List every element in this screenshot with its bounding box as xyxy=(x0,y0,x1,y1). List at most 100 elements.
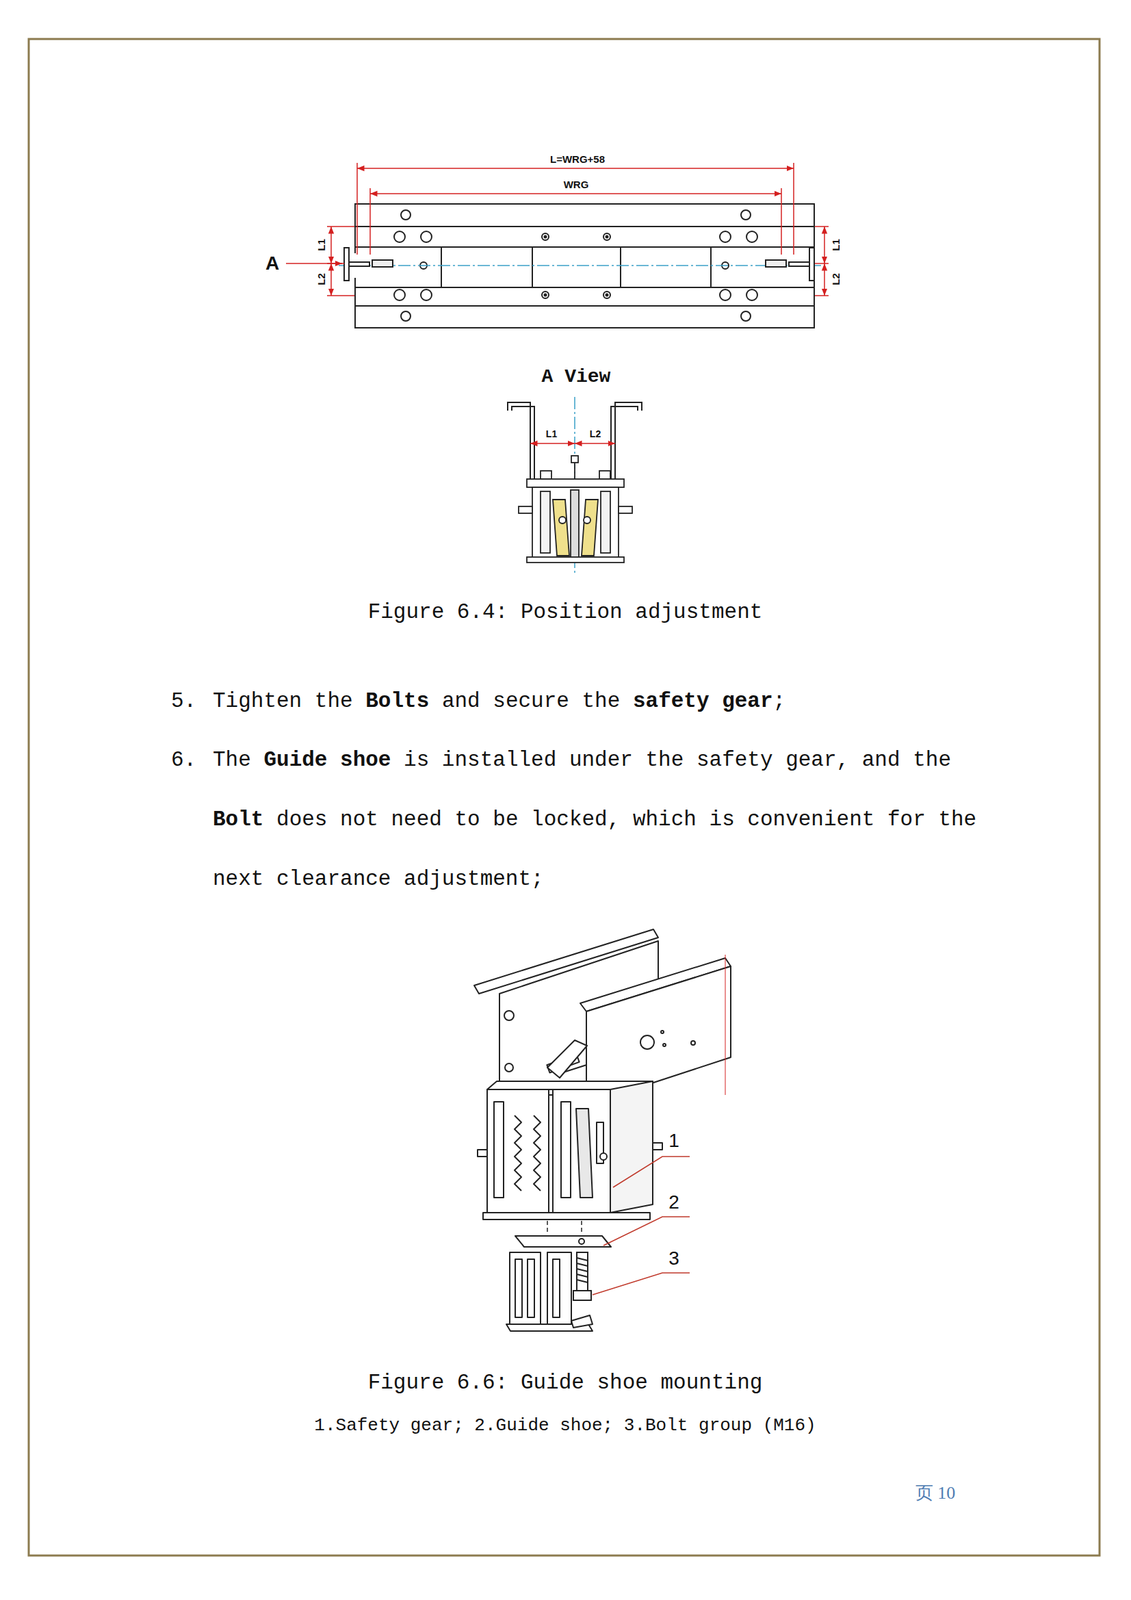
safety-gear xyxy=(477,1081,663,1220)
a-view-channels xyxy=(511,406,535,479)
a-view-safety-gear xyxy=(540,470,552,479)
dimension-lines xyxy=(286,162,829,296)
safety-gear xyxy=(494,1101,504,1198)
a-view-safety-gear xyxy=(599,470,611,479)
a-view-dimensions xyxy=(530,442,616,445)
a-view-safety-gear xyxy=(574,462,576,479)
dimension-lines xyxy=(823,226,826,264)
dimension-lines xyxy=(823,263,826,296)
mounting-axis xyxy=(547,1220,582,1235)
car-frame-beams xyxy=(660,1030,664,1034)
plan-view-beam xyxy=(619,247,622,288)
list-number: 6. xyxy=(171,730,197,790)
body-text: does not need to be locked, which is con… xyxy=(212,807,977,891)
dimension-label: L2 xyxy=(829,273,843,286)
caption-legend: 1.Safety gear; 2.Guide shoe; 3.Bolt grou… xyxy=(314,1414,816,1437)
car-frame-beams xyxy=(504,1063,514,1072)
dimension-lines xyxy=(814,294,829,297)
figure-caption: Figure 6.4: Position adjustment xyxy=(368,599,763,625)
plan-view-beam xyxy=(746,289,758,301)
plan-view-beam xyxy=(603,233,611,241)
a-view-channels xyxy=(507,402,531,479)
leader-lines xyxy=(613,1156,690,1188)
center-line xyxy=(338,264,822,267)
a-view-safety-gear xyxy=(518,506,533,514)
guide-rail xyxy=(348,262,370,267)
a-view-safety-gear xyxy=(583,516,591,524)
bold-term: Bolts xyxy=(365,689,429,713)
plan-view-beam xyxy=(394,231,406,243)
leader-lines xyxy=(592,1272,690,1295)
dimension-label: L2 xyxy=(589,428,601,440)
a-view-dimensions xyxy=(574,442,616,445)
dimension-lines xyxy=(330,226,332,264)
dimension-lines xyxy=(356,162,358,255)
plan-view-beam xyxy=(710,247,712,288)
a-view-channels xyxy=(507,402,642,479)
guide-shoe xyxy=(515,1235,611,1247)
bolt-group xyxy=(576,1257,588,1261)
dimension-lines xyxy=(793,162,795,255)
body-text: ; xyxy=(773,689,787,713)
plan-view-beam xyxy=(355,226,815,247)
mounting-axis xyxy=(580,1220,583,1235)
plan-view-beam xyxy=(719,289,731,301)
guide-shoe xyxy=(527,1258,535,1318)
a-view-safety-gear xyxy=(571,455,579,463)
guide-rail xyxy=(372,260,393,267)
plan-view-beam xyxy=(719,231,731,243)
a-view-safety-gear xyxy=(570,489,579,559)
callout-number: 3 xyxy=(668,1246,680,1270)
safety-gear xyxy=(533,1115,541,1191)
dimension-lines xyxy=(370,192,782,195)
guide-shoe xyxy=(571,1315,593,1328)
leader-lines xyxy=(592,1156,690,1295)
plan-view-beam xyxy=(541,233,549,241)
a-view-safety-gear xyxy=(600,491,611,553)
a-view-safety-gear xyxy=(540,491,551,553)
plan-view-beam xyxy=(400,210,411,220)
dimension-label: WRG xyxy=(563,178,590,191)
list-number: 5. xyxy=(171,671,197,731)
bolt-group xyxy=(576,1279,588,1283)
plan-view-beam xyxy=(541,291,549,299)
list-paragraph: The Guide shoe is installed under the sa… xyxy=(212,730,993,909)
dimension-lines xyxy=(780,188,783,255)
bold-term: Bolt xyxy=(212,807,264,832)
body-text: The xyxy=(212,747,252,772)
plan-view-beam xyxy=(603,291,611,299)
plan-view-dots xyxy=(605,293,609,297)
view-marker: A xyxy=(265,251,280,276)
callout-number: 1 xyxy=(668,1128,680,1153)
bolt-group xyxy=(573,1252,592,1300)
a-view-safety-gear xyxy=(532,487,619,559)
dimension-lines xyxy=(286,262,343,265)
a-view-safety-gear xyxy=(526,478,624,488)
bolt-group xyxy=(576,1268,588,1272)
plan-view-beam xyxy=(440,247,442,288)
guide-shoe xyxy=(578,1238,585,1244)
guide-shoe xyxy=(515,1258,523,1318)
plan-view-beam xyxy=(355,305,815,328)
plan-view-beam xyxy=(394,289,406,301)
dimension-lines xyxy=(814,262,829,265)
page-border xyxy=(28,39,1100,1556)
car-frame-beams xyxy=(474,929,731,1095)
plan-view-beam xyxy=(741,210,751,220)
safety-gear xyxy=(483,1212,650,1220)
guide-shoe xyxy=(509,1252,541,1324)
safety-gear xyxy=(487,1089,549,1213)
car-frame-beams xyxy=(663,1043,666,1047)
car-frame-beams xyxy=(691,1040,696,1045)
a-view-safety-gear xyxy=(526,556,624,563)
dimension-label: L1 xyxy=(546,428,557,440)
guide-rail xyxy=(809,247,815,281)
safety-gear xyxy=(477,1149,488,1157)
guide-rail xyxy=(788,262,810,267)
safety-gear xyxy=(561,1101,571,1198)
leader-lines xyxy=(603,1216,690,1246)
plan-view-beam xyxy=(420,289,432,301)
body-text: Tighten the xyxy=(212,689,354,713)
